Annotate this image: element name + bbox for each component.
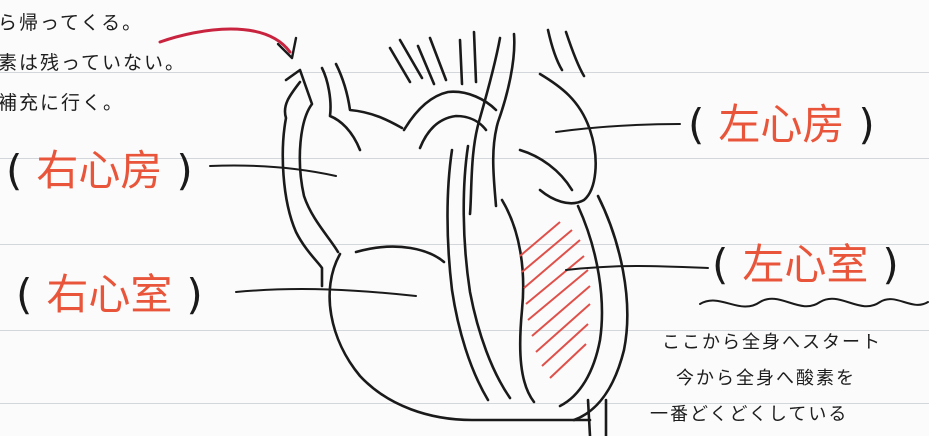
label-right-atrium: (右心房) <box>6 150 193 192</box>
left-ventricle-term: 左心室 <box>742 240 868 289</box>
leader-right-atrium <box>210 165 336 176</box>
open-paren: ( <box>6 150 22 192</box>
label-right-ventricle: (右心室) <box>16 274 203 316</box>
left-ventricle-hatching <box>520 222 590 378</box>
great-vessels <box>390 32 476 84</box>
tricuspid-valve-line <box>356 247 444 262</box>
open-paren: ( <box>712 244 728 286</box>
left-atrium-term: 左心房 <box>718 100 844 149</box>
note-bottom-2: 今から全身へ酸素を <box>676 364 856 390</box>
right-ventricle-outline <box>330 254 590 420</box>
label-left-ventricle: (左心室) <box>712 244 899 286</box>
leader-left-atrium <box>556 124 680 132</box>
label-left-atrium: (左心房) <box>688 104 875 146</box>
left-atrium-inner <box>520 150 572 190</box>
right-atrium-term: 右心房 <box>36 146 162 195</box>
leader-right-ventricle <box>236 289 416 296</box>
pulmonary-vein-top <box>548 30 584 76</box>
wavy-underline <box>700 299 928 307</box>
close-paren: ) <box>858 104 874 146</box>
open-paren: ( <box>688 104 704 146</box>
aorta-inner-wall <box>336 64 402 128</box>
open-paren: ( <box>16 274 32 316</box>
aorta-left-wall <box>322 68 360 150</box>
close-paren: ) <box>882 244 898 286</box>
pointer-arrow <box>160 29 290 52</box>
close-paren: ) <box>176 150 192 192</box>
right-ventricle-term: 右心室 <box>46 270 172 319</box>
note-bottom-3: 一番どくどくしている <box>650 400 848 426</box>
note-bottom-1: ここから全身へスタート <box>662 328 882 354</box>
close-paren: ) <box>186 274 202 316</box>
